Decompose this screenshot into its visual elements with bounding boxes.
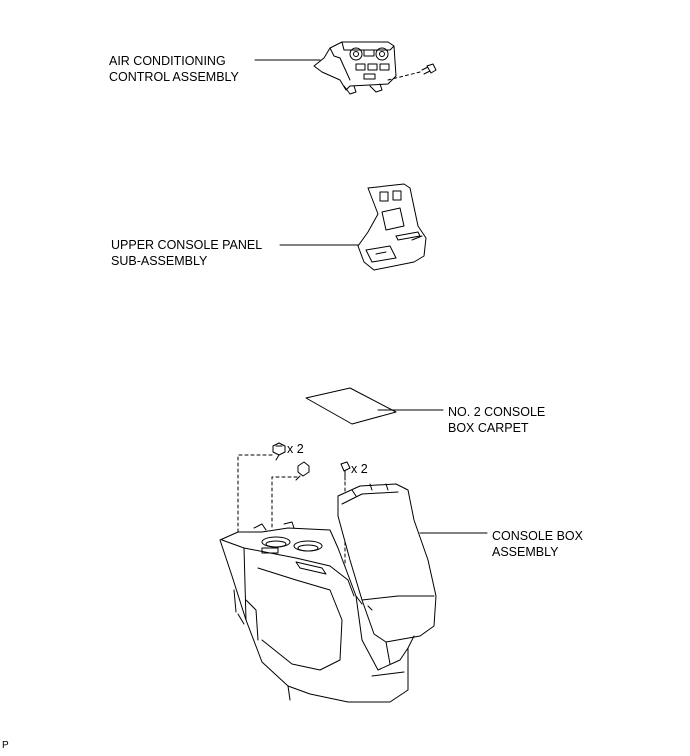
- carpet-label-line2: BOX CARPET: [448, 421, 529, 435]
- screw-fastener-icon: [295, 461, 310, 481]
- carpet-label: NO. 2 CONSOLE BOX CARPET: [448, 404, 545, 436]
- bolt-fastener-icon: [340, 461, 351, 481]
- upper-panel-label-line1: UPPER CONSOLE PANEL: [111, 238, 263, 252]
- illustration-code: P: [2, 740, 9, 751]
- clip-fastener-icon: [272, 442, 286, 461]
- carpet-label-line1: NO. 2 CONSOLE: [448, 405, 546, 419]
- console-box-label-line2: ASSEMBLY: [492, 545, 559, 559]
- console-box-label: CONSOLE BOX ASSEMBLY: [492, 528, 583, 560]
- ac-screw-icon: [421, 63, 437, 75]
- upper-panel-label: UPPER CONSOLE PANEL SUB-ASSEMBLY: [111, 237, 262, 269]
- ac-control-label-line2: CONTROL ASSEMBLY: [109, 70, 239, 84]
- clip-quantity: x 2: [287, 442, 304, 456]
- ac-control-illustration: [254, 41, 437, 95]
- ac-control-label-line1: AIR CONDITIONING: [109, 54, 226, 68]
- bolt-quantity: x 2: [351, 462, 368, 476]
- upper-panel-label-line2: SUB-ASSEMBLY: [111, 254, 208, 268]
- console-box-label-line1: CONSOLE BOX: [492, 529, 583, 543]
- upper-panel-illustration: [279, 183, 427, 271]
- ac-control-label: AIR CONDITIONING CONTROL ASSEMBLY: [109, 53, 239, 85]
- console-box-illustration: [219, 483, 488, 703]
- carpet-illustration: [305, 387, 444, 425]
